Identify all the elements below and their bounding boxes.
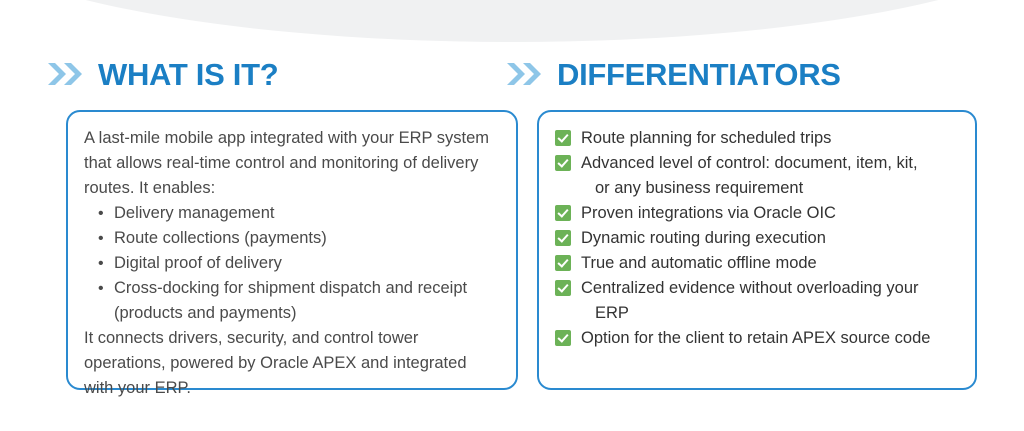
list-item: Proven integrations via Oracle OIC <box>555 201 959 226</box>
check-icon <box>555 130 571 146</box>
right-section-heading: DIFFERENTIATORS <box>505 52 841 96</box>
outro-paragraph: It connects drivers, security, and contr… <box>84 329 467 397</box>
list-item-label: Advanced level of control: document, ite… <box>581 154 918 172</box>
list-item-label: Dynamic routing during execution <box>581 229 826 247</box>
list-item-label: True and automatic offline mode <box>581 254 817 272</box>
list-item: Dynamic routing during execution <box>555 226 959 251</box>
differentiators-card: Route planning for scheduled trips Advan… <box>537 110 977 390</box>
list-item-label: Option for the client to retain APEX sou… <box>581 329 931 347</box>
feature-bullet-list: Delivery management Route collections (p… <box>84 201 500 326</box>
check-icon <box>555 230 571 246</box>
check-icon <box>555 280 571 296</box>
left-section-heading: WHAT IS IT? <box>46 52 279 96</box>
intro-paragraph: A last-mile mobile app integrated with y… <box>84 129 490 197</box>
check-icon <box>555 330 571 346</box>
list-item: Advanced level of control: document, ite… <box>555 151 959 201</box>
list-item: Route planning for scheduled trips <box>555 126 959 151</box>
what-is-it-card: A last-mile mobile app integrated with y… <box>66 110 518 397</box>
list-item-label: Centralized evidence without overloading… <box>581 279 919 297</box>
list-item: True and automatic offline mode <box>555 251 959 276</box>
list-item: Digital proof of delivery <box>84 251 500 276</box>
list-item: Cross-docking for shipment dispatch and … <box>84 276 500 326</box>
check-icon <box>555 255 571 271</box>
differentiator-list: Route planning for scheduled trips Advan… <box>555 126 959 351</box>
left-section-title: WHAT IS IT? <box>98 56 279 92</box>
list-item: Route collections (payments) <box>84 226 500 251</box>
check-icon <box>555 155 571 171</box>
list-item: Delivery management <box>84 201 500 226</box>
list-item: Option for the client to retain APEX sou… <box>555 326 959 351</box>
list-item-continuation: ERP <box>595 304 629 322</box>
right-section-title: DIFFERENTIATORS <box>557 56 841 92</box>
list-item-label: Proven integrations via Oracle OIC <box>581 204 836 222</box>
what-is-it-content: A last-mile mobile app integrated with y… <box>84 126 500 401</box>
double-chevron-right-icon <box>48 63 82 85</box>
list-item-continuation: or any business requirement <box>595 179 804 197</box>
list-item: Centralized evidence without overloading… <box>555 276 959 326</box>
check-icon <box>555 205 571 221</box>
double-chevron-right-icon <box>507 63 541 85</box>
list-item-label: Route planning for scheduled trips <box>581 129 832 147</box>
